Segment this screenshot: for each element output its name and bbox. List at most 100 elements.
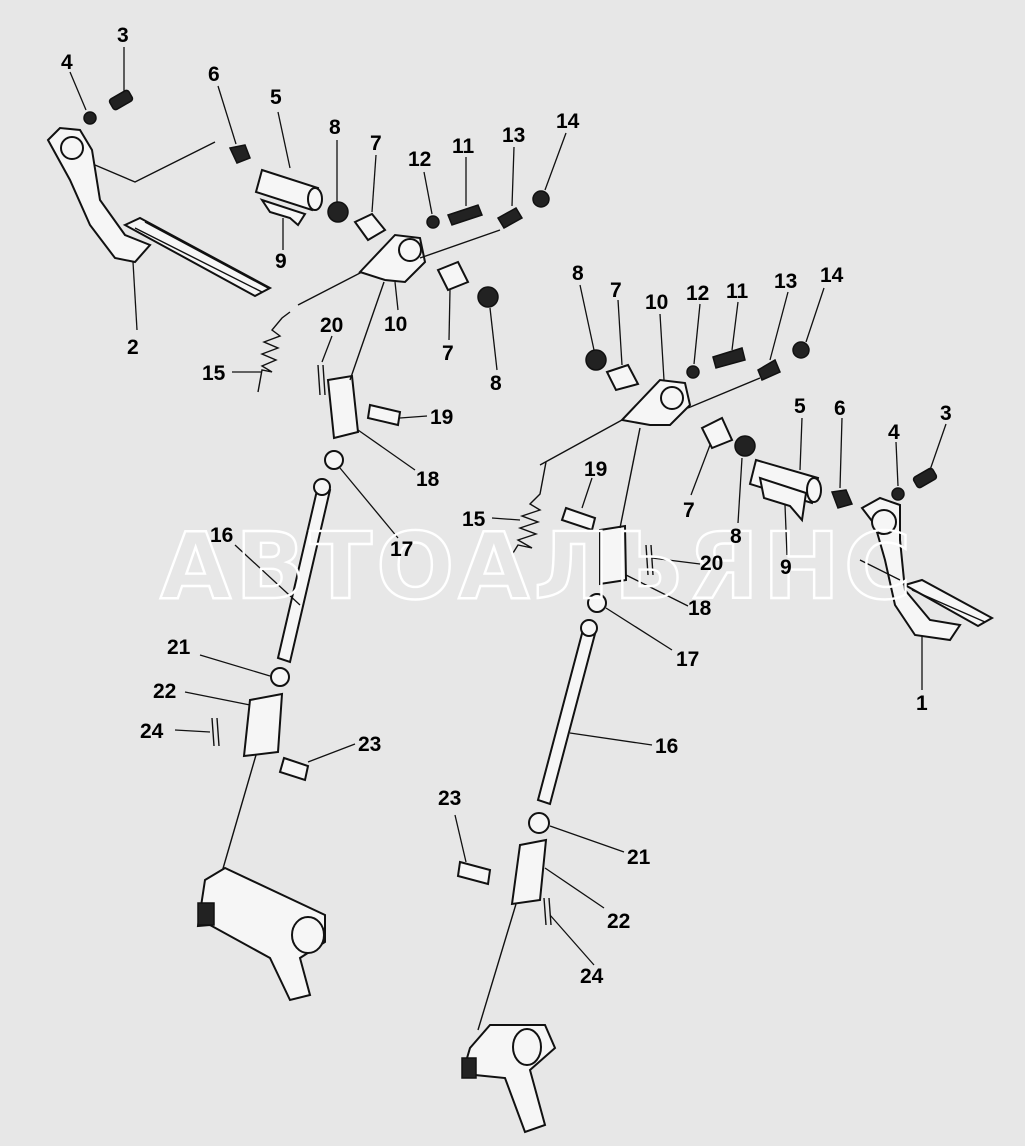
callout-8b-left: 8 — [490, 372, 502, 395]
lower-bore-left — [291, 916, 325, 954]
bushing-7-right — [605, 363, 640, 392]
leader-21-right — [549, 825, 625, 853]
washer-4-left — [83, 111, 97, 125]
callout-20-right: 20 — [700, 552, 723, 575]
spring-15-right — [512, 461, 547, 554]
bracket-9-right — [758, 476, 808, 523]
callout-18-right: 18 — [688, 597, 712, 620]
leader-14-right — [805, 287, 825, 343]
lever-link-line-right — [539, 377, 761, 466]
washer-8b-right — [734, 435, 756, 457]
pedal-pad-right — [902, 578, 995, 628]
lever-link-line-left — [297, 229, 501, 306]
leader-11-right — [731, 301, 739, 351]
leader-17-left — [339, 467, 399, 539]
stud-13-left — [496, 206, 524, 230]
leader-5-left — [277, 111, 291, 169]
callout-20-left: 20 — [320, 314, 343, 337]
leader-3-right — [929, 423, 947, 471]
stud-13-right — [757, 358, 781, 382]
callout-21-right: 21 — [627, 846, 651, 869]
callout-23-right: 23 — [438, 787, 461, 810]
callout-12-left: 12 — [408, 148, 431, 171]
callout-7a-left: 7 — [370, 132, 382, 155]
nut-21-right — [528, 812, 550, 834]
pedal-pad-ribs-right — [859, 559, 986, 623]
cotter-20-left — [317, 364, 326, 396]
cotter-24-left — [211, 717, 220, 747]
nut-21-left — [270, 667, 290, 687]
leader-13-right — [769, 291, 789, 361]
leader-15-right — [491, 517, 521, 521]
leader-8b-left — [489, 307, 498, 371]
callout-19-right: 19 — [584, 458, 607, 481]
bolt-11-right — [712, 347, 746, 369]
callout-11-left: 11 — [452, 135, 475, 158]
pedal-link-line-left — [94, 141, 216, 183]
watermark-text: АВТОАЛЬЯНС — [160, 513, 915, 620]
leader-10-right — [659, 313, 665, 381]
bolt-3-left — [108, 89, 134, 111]
leader-16-left — [234, 544, 301, 606]
callout-6-left: 6 — [208, 63, 220, 86]
leader-lines — [69, 47, 947, 966]
right-assembly — [456, 341, 995, 1134]
callout-9-left: 9 — [275, 250, 287, 273]
callout-2-left: 2 — [127, 336, 139, 359]
lower-tab-right — [461, 1057, 477, 1079]
leader-7b-right — [690, 444, 711, 496]
cotter-20-right — [645, 544, 654, 576]
callout-8a-right: 8 — [572, 262, 584, 285]
callout-3-right: 3 — [940, 402, 952, 425]
shaft-5-end-right — [806, 477, 822, 503]
leader-6-left — [217, 85, 237, 145]
callout-11-right: 11 — [726, 280, 749, 303]
leader-4-right — [895, 441, 899, 487]
cotter-24-right — [543, 897, 552, 926]
rod-line-right — [619, 427, 641, 529]
leader-7-left — [371, 154, 377, 213]
clevis-22-left — [242, 692, 284, 758]
bushing-7b-right — [700, 416, 734, 450]
washer-4-right — [891, 487, 905, 501]
leader-23-left — [307, 743, 356, 763]
left-assembly — [46, 89, 550, 1002]
pedal-pad-left — [122, 216, 273, 298]
callout-7b-left: 7 — [442, 342, 454, 365]
rod-line-left — [349, 281, 385, 381]
spring-15-left — [257, 311, 291, 393]
rod-16-top-left — [313, 478, 331, 496]
callout-16-left: 16 — [210, 524, 233, 547]
leader-9-right — [784, 504, 788, 556]
leader-7b-left — [448, 289, 451, 341]
bolt-11-left — [447, 204, 483, 226]
pin-19-left — [366, 403, 402, 427]
callout-14-left: 14 — [556, 110, 580, 133]
bolt-3-right — [912, 467, 938, 489]
washer-8-left — [327, 201, 349, 223]
callout-6-right: 6 — [834, 397, 846, 420]
pedal-pivot-left — [60, 136, 84, 160]
nut-14-right — [792, 341, 810, 359]
nut-14-left — [532, 190, 550, 208]
leader-20-right — [651, 557, 701, 565]
lower-tab-left — [197, 902, 215, 926]
callout-9-right: 9 — [780, 556, 792, 579]
leader-2-left — [132, 261, 138, 331]
callout-13-right: 13 — [774, 270, 797, 293]
pedal-arm-left — [46, 126, 152, 264]
leader-22-left — [184, 691, 251, 706]
leader-12-left — [423, 171, 433, 215]
callout-12-right: 12 — [686, 282, 709, 305]
callout-21-left: 21 — [167, 636, 191, 659]
callout-1-right: 1 — [916, 692, 928, 715]
callout-18-left: 18 — [416, 468, 440, 491]
callout-22-left: 22 — [153, 680, 176, 703]
callout-3-left: 3 — [117, 24, 129, 47]
nut-17-right — [587, 593, 607, 613]
callout-17-left: 17 — [390, 538, 413, 561]
bushing-7-left — [353, 212, 387, 242]
leader-10-left — [394, 281, 399, 311]
callout-10-right: 10 — [645, 291, 668, 314]
